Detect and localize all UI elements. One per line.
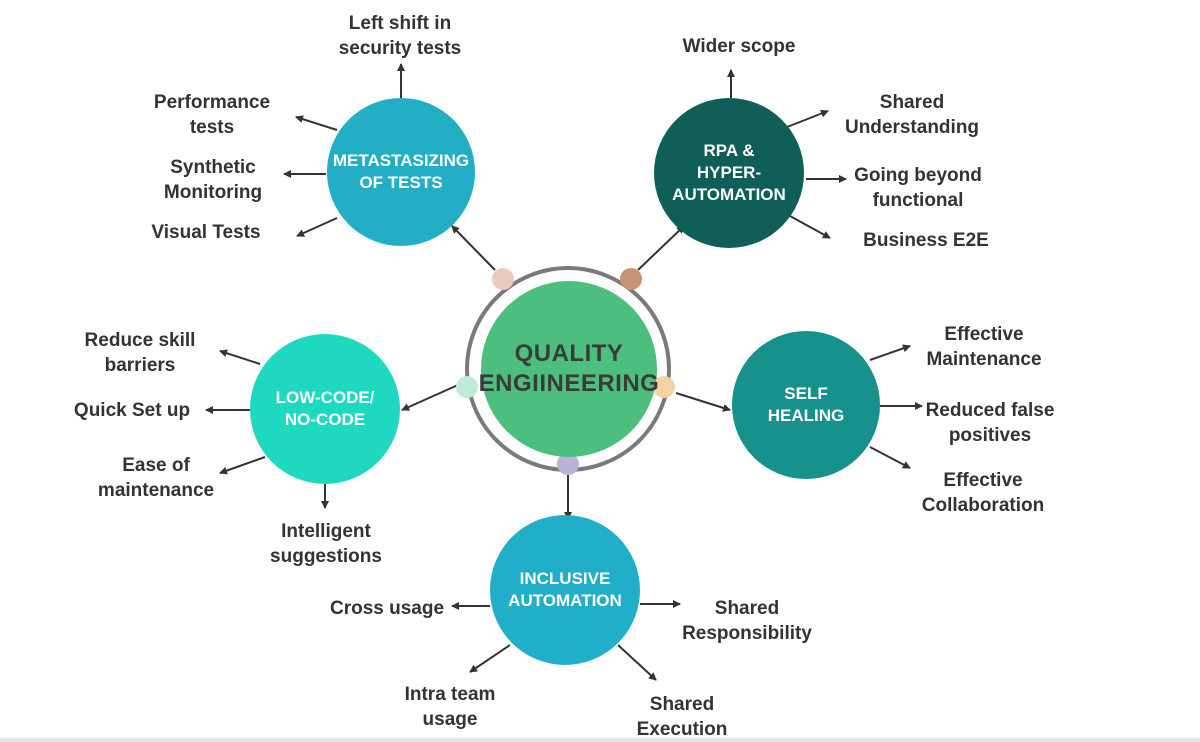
node-metastasizing-of-tests: METASTASIZING OF TESTS [327, 98, 475, 246]
label-performance-tests: Performance tests [153, 92, 271, 138]
label-intra-team-usage: Intra team usage [404, 684, 496, 730]
node-label: SELF [784, 384, 828, 403]
label-visual-tests: Visual Tests [151, 222, 261, 243]
arrow-center-to-metastasizing [451, 225, 496, 271]
label-wider-scope: Wider scope [682, 36, 796, 57]
arrow-center-to-self-healing [675, 392, 731, 412]
label-left-shift-security-tests: Left shift in security tests [338, 13, 462, 59]
node-inclusive-automation: INCLUSIVE AUTOMATION [490, 515, 640, 665]
arrow-to-visual-tests [296, 217, 338, 237]
arrow-to-shared-execution [617, 644, 657, 681]
label-reduce-skill-barriers: Reduce skill barriers [84, 330, 196, 376]
arrow-center-to-low-code [401, 384, 459, 411]
label-reduced-false-positives: Reduced false positives [925, 400, 1055, 446]
connector-dot-left [456, 376, 478, 398]
arrow-to-ease-of-maintenance [219, 456, 266, 475]
bottom-border [0, 738, 1200, 742]
node-label: HEALING [767, 406, 845, 425]
node-self-healing: SELF HEALING [732, 331, 880, 479]
label-effective-maintenance: Effective Maintenance [926, 324, 1042, 370]
arrow-to-reduce-skill-barriers [219, 349, 261, 365]
connector-dot-bottom [557, 453, 579, 475]
label-quick-set-up: Quick Set up [73, 400, 191, 421]
label-shared-responsibility: Shared Responsibility [682, 598, 812, 644]
arrow-to-shared-understanding [786, 109, 829, 128]
node-label: AUTOMATION [672, 185, 786, 204]
node-label: NO-CODE [284, 410, 366, 429]
label-cross-usage: Cross usage [329, 598, 445, 619]
label-going-beyond-functional: Going beyond functional [854, 165, 982, 211]
node-low-code-no-code: LOW-CODE/ NO-CODE [250, 334, 400, 484]
center-node-quality-engineering: QUALITY ENGIINEERING [478, 281, 660, 457]
node-label: OF TESTS [359, 173, 443, 192]
arrow-to-effective-maintenance [869, 344, 911, 361]
label-synthetic-monitoring: Synthetic Monitoring [163, 157, 263, 203]
node-label: METASTASIZING [332, 151, 470, 170]
connector-dot-right [653, 376, 675, 398]
label-business-e2e: Business E2E [863, 230, 989, 251]
arrow-to-intra-team-usage [469, 644, 511, 673]
node-label: LOW-CODE/ [275, 388, 375, 407]
arrow-to-performance-tests [295, 115, 338, 131]
label-ease-of-maintenance: Ease of maintenance [97, 455, 215, 501]
node-label: AUTOMATION [508, 591, 622, 610]
node-label: RPA & [703, 141, 755, 160]
connector-dot-top-right [620, 268, 642, 290]
node-label: INCLUSIVE [519, 569, 611, 588]
label-effective-collaboration: Effective Collaboration [921, 470, 1045, 516]
center-label-line1: QUALITY [514, 340, 624, 367]
connector-dot-top-left [492, 268, 514, 290]
label-shared-execution: Shared Execution [636, 694, 728, 740]
label-intelligent-suggestions: Intelligent suggestions [270, 521, 382, 567]
node-rpa-hyper-automation: RPA & HYPER- AUTOMATION [654, 98, 804, 248]
arrow-center-to-rpa [637, 225, 685, 271]
arrow-to-effective-collaboration [869, 446, 911, 469]
label-shared-understanding: Shared Understanding [844, 92, 980, 138]
arrow-to-business-e2e [789, 215, 831, 239]
node-label: HYPER- [696, 163, 762, 182]
center-label-line2: ENGIINEERING [478, 370, 660, 397]
